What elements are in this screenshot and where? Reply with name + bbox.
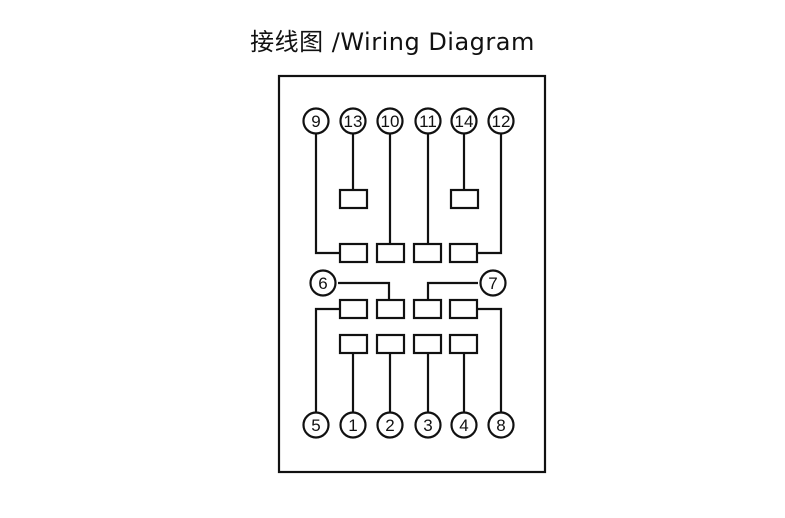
contact-box-no-1 bbox=[338, 333, 369, 355]
pin-5: 5 bbox=[302, 411, 330, 439]
pin-label-14: 14 bbox=[455, 112, 474, 131]
pin-label-1: 1 bbox=[348, 416, 357, 435]
diagram-title: 接线图 /Wiring Diagram bbox=[250, 28, 535, 56]
contact-box-nc-3 bbox=[412, 242, 443, 264]
pin-9: 9 bbox=[302, 107, 330, 135]
wire-5 bbox=[314, 307, 340, 412]
wires bbox=[314, 134, 503, 412]
pin-14: 14 bbox=[450, 107, 478, 135]
contact-box-no-2 bbox=[375, 333, 406, 355]
contact-box-nc-2 bbox=[375, 242, 406, 264]
pin-10: 10 bbox=[376, 107, 404, 135]
pin-6: 6 bbox=[309, 269, 337, 297]
contact-box-no-3 bbox=[412, 333, 443, 355]
contact-boxes bbox=[338, 188, 480, 355]
pin-label-7: 7 bbox=[488, 274, 497, 293]
pin-13: 13 bbox=[339, 107, 367, 135]
pin-label-10: 10 bbox=[381, 112, 400, 131]
pin-label-11: 11 bbox=[419, 112, 437, 131]
pin-label-4: 4 bbox=[459, 416, 468, 435]
contact-box-no-4 bbox=[448, 333, 479, 355]
pin-label-6: 6 bbox=[318, 274, 327, 293]
wire-8 bbox=[477, 307, 503, 412]
pin-label-3: 3 bbox=[423, 416, 432, 435]
pin-4: 4 bbox=[450, 411, 478, 439]
pin-11: 11 bbox=[414, 107, 442, 135]
pin-label-9: 9 bbox=[311, 112, 320, 131]
pin-3: 3 bbox=[414, 411, 442, 439]
contact-box-13 bbox=[338, 188, 369, 210]
pin-label-13: 13 bbox=[344, 112, 363, 131]
contact-box-nc-1 bbox=[338, 242, 369, 264]
wire-6 bbox=[338, 281, 391, 300]
pin-12: 12 bbox=[487, 107, 515, 135]
pin-1: 1 bbox=[339, 411, 367, 439]
pin-label-5: 5 bbox=[311, 416, 320, 435]
wire-9 bbox=[314, 134, 340, 255]
contact-box-com-2 bbox=[375, 298, 406, 320]
contact-box-com-1 bbox=[338, 298, 369, 320]
pin-8: 8 bbox=[487, 411, 515, 439]
contact-box-nc-4 bbox=[448, 242, 479, 264]
pin-label-2: 2 bbox=[385, 416, 394, 435]
pin-7: 7 bbox=[479, 269, 507, 297]
pin-label-12: 12 bbox=[492, 112, 511, 131]
pins: 9 13 10 11 14 12 6 7 bbox=[302, 107, 515, 439]
pin-2: 2 bbox=[376, 411, 404, 439]
contact-box-14 bbox=[449, 188, 480, 210]
contact-box-com-4 bbox=[448, 298, 479, 320]
pin-label-8: 8 bbox=[496, 416, 505, 435]
contact-box-com-3 bbox=[412, 298, 443, 320]
wire-12 bbox=[477, 134, 503, 255]
wire-7 bbox=[426, 281, 478, 300]
